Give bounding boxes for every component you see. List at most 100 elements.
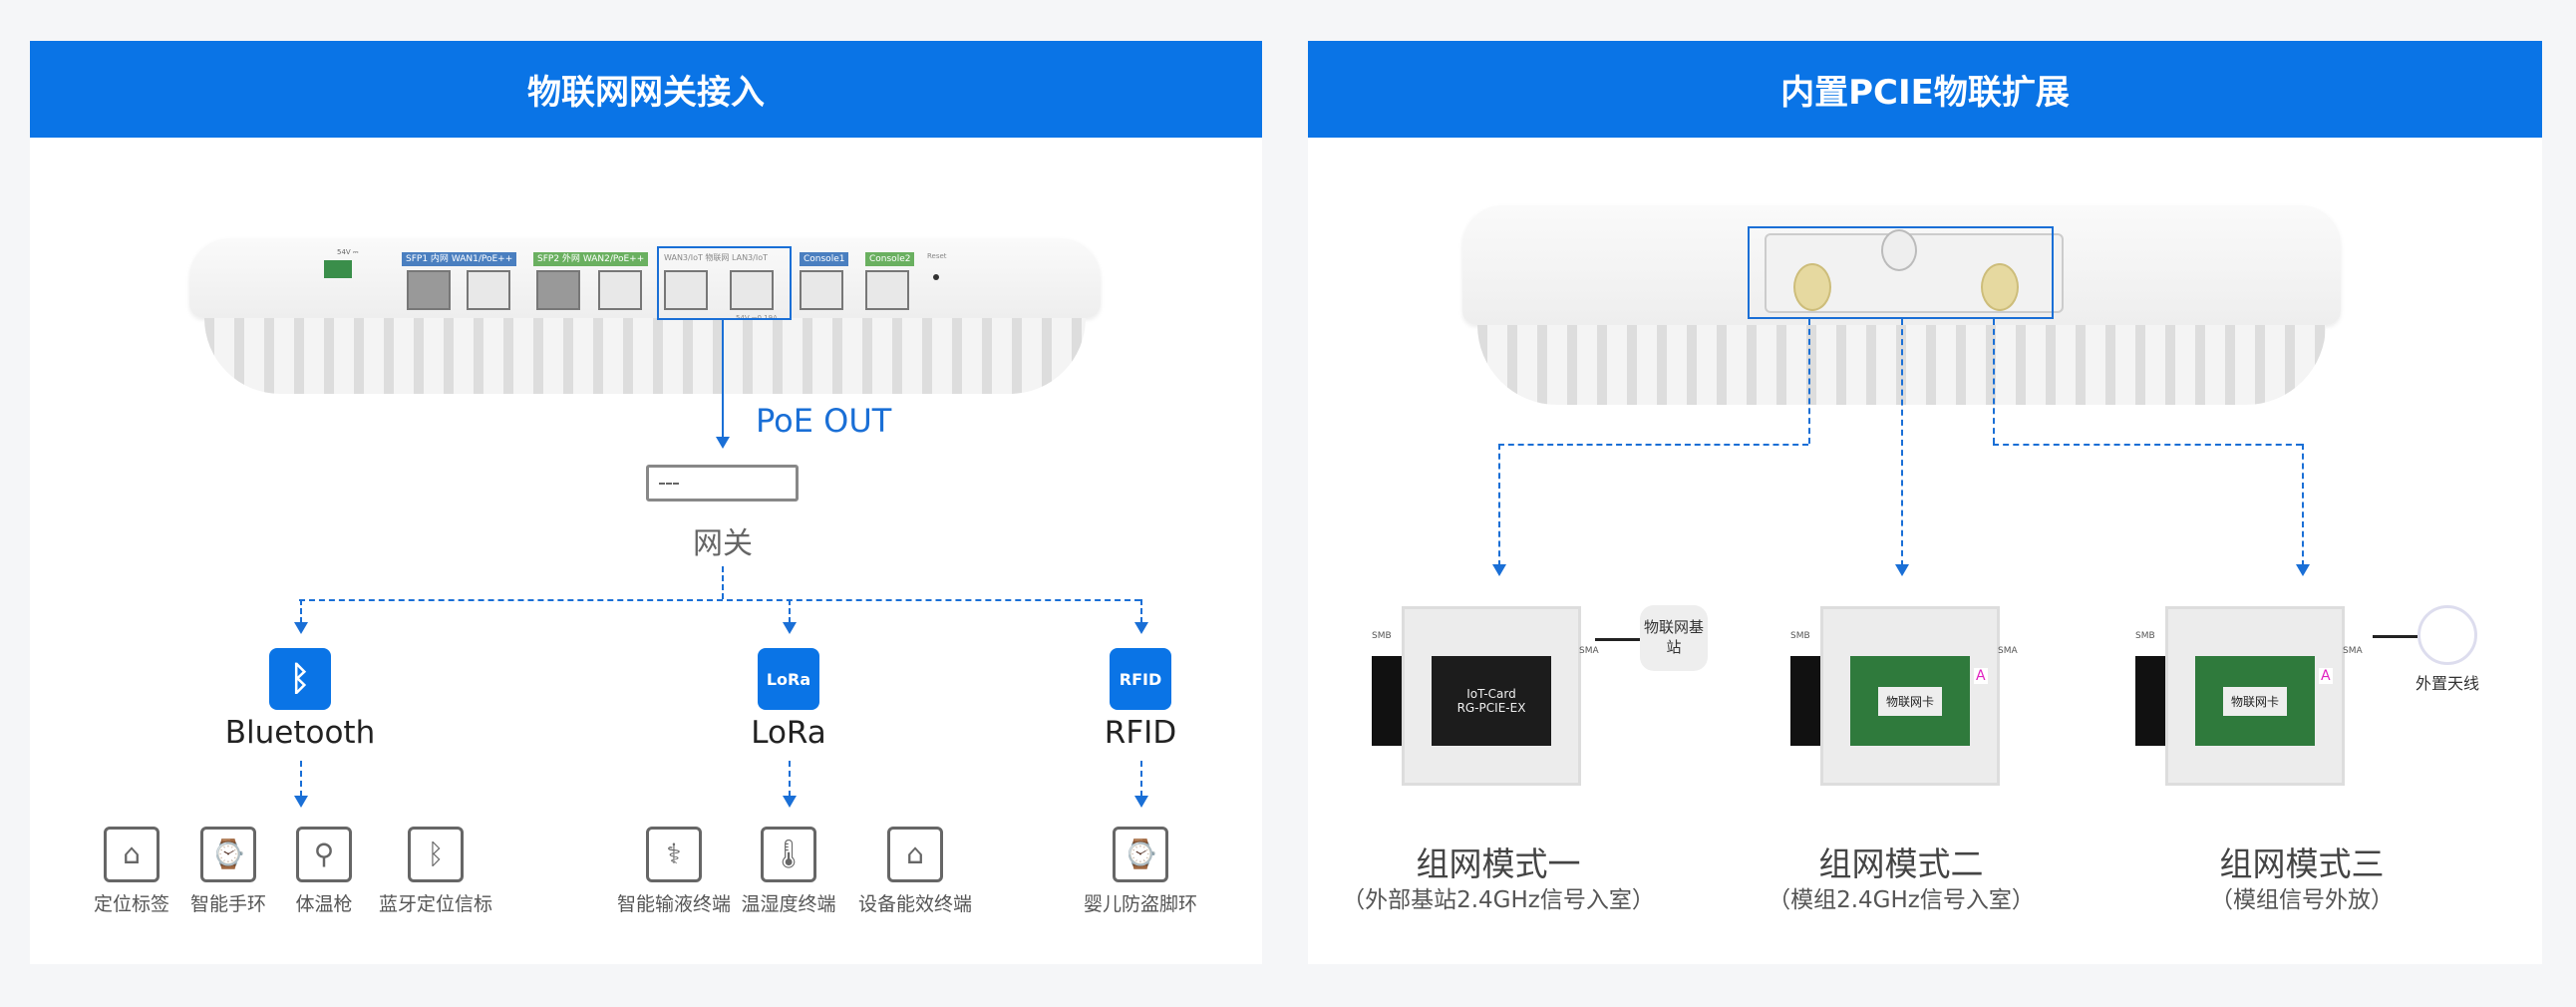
- arrow-down-icon: [294, 622, 308, 634]
- sma-label: SMA: [1998, 646, 2018, 656]
- connector-line: [1993, 319, 1995, 444]
- mode-caption: 组网模式二: [1818, 844, 1984, 883]
- wan3-port: [664, 270, 708, 310]
- antenna-label: 外置天线: [2415, 674, 2480, 693]
- device-icon: ⌚: [200, 827, 256, 882]
- connector-line: [300, 761, 302, 797]
- connector-line: [1993, 444, 2302, 446]
- panel-title: 物联网网关接入: [30, 41, 1262, 138]
- iot-ports-highlight: [657, 246, 792, 320]
- gateway-device: 54V ⎓ SFP1 内网 WAN1/PoE++ SFP2 外网 WAN2/Po…: [189, 230, 1101, 400]
- bluetooth-icon: ᛒ: [269, 648, 331, 710]
- sfp1-port: [407, 270, 451, 310]
- wan1-port: [467, 270, 510, 310]
- iot-gateway-panel: 物联网网关接入: [30, 41, 1262, 964]
- smb-label: SMB: [1790, 631, 1810, 641]
- rfid-icon: RFID: [1110, 648, 1171, 710]
- mode-caption: 组网模式三: [2219, 844, 2385, 883]
- arrow-down-icon: [1492, 564, 1506, 576]
- arrow-down-icon: [1134, 796, 1148, 808]
- reset-button: [933, 274, 939, 280]
- arrow-down-icon: [294, 796, 308, 808]
- lan3-port: [730, 270, 774, 310]
- device-label: 智能输液终端: [616, 893, 732, 915]
- antenna-connector: [1793, 263, 1831, 311]
- inner-tag: SFP1 内网 WAN1/PoE++: [402, 252, 517, 266]
- console2-tag: Console2: [865, 252, 915, 266]
- pcie-module: 物联网卡 A SMB SMA: [1790, 606, 2018, 786]
- device-icon: ⌂: [887, 827, 943, 882]
- power-terminal: [324, 260, 352, 278]
- device-label: 婴儿防盗脚环: [1083, 893, 1198, 915]
- connector-line: [2302, 444, 2304, 566]
- pcie-highlight: [1748, 226, 2054, 319]
- wan2-port: [598, 270, 642, 310]
- poe-line: [722, 320, 724, 438]
- arrow-down-icon: [783, 622, 797, 634]
- antenna-mark: A: [1974, 668, 1988, 684]
- gateway-label: 网关: [693, 526, 753, 561]
- connector-line: [1808, 319, 1810, 444]
- connector-line: [300, 599, 302, 623]
- device-icon: ⌚: [1113, 827, 1168, 882]
- mode-subcaption: （模组2.4GHz信号入室）: [1768, 887, 2035, 913]
- connector-line: [299, 599, 1140, 601]
- device-icon: 🌡: [761, 827, 816, 882]
- mode-caption: 组网模式一: [1416, 844, 1581, 883]
- lora-icon: LoRa: [758, 648, 819, 710]
- arrow-down-icon: [1134, 622, 1148, 634]
- outer-tag: SFP2 外网 WAN2/PoE++: [533, 252, 649, 266]
- connector-line: [789, 599, 791, 623]
- console1-tag: Console1: [800, 252, 849, 266]
- tech-label: RFID: [1104, 715, 1177, 751]
- tech-label: LoRa: [751, 715, 826, 751]
- device-icon: ⌂: [104, 827, 160, 882]
- external-antenna: [2417, 605, 2477, 665]
- power-label: 54V ⎓: [337, 248, 359, 256]
- sfp2-port: [536, 270, 580, 310]
- device-label: 温湿度终端: [741, 893, 836, 915]
- mode-subcaption: （外部基站2.4GHz信号入室）: [1342, 887, 1655, 913]
- device-label: 体温枪: [295, 893, 353, 915]
- connector-line: [1140, 761, 1142, 797]
- iot-module: 物联网卡: [2195, 656, 2315, 746]
- iot-base-station: 物联网基站: [1640, 605, 1708, 671]
- reset-label: Reset: [927, 252, 947, 260]
- smb-label: SMB: [1372, 631, 1392, 641]
- device-label: 智能手环: [189, 893, 267, 915]
- console1-port: [800, 270, 843, 310]
- gateway-icon: [646, 465, 799, 502]
- console2-port: [865, 270, 909, 310]
- antenna-mark: A: [2319, 668, 2333, 684]
- connector-line: [1498, 444, 1500, 566]
- iot-port-labels: WAN3/IoT 物联网 LAN3/IoT: [664, 253, 768, 262]
- screw: [1881, 229, 1917, 271]
- device-icon: ᛒ: [408, 827, 464, 882]
- sma-label: SMA: [1579, 646, 1599, 656]
- device-label: 设备能效终端: [857, 893, 973, 915]
- poe-out-label: PoE OUT: [756, 402, 892, 440]
- mode-subcaption: （模组信号外放）: [2210, 887, 2394, 913]
- arrow-down-icon: [783, 796, 797, 808]
- device-label: 蓝牙定位信标: [378, 893, 493, 915]
- panel-title: 内置PCIE物联扩展: [1308, 41, 2542, 138]
- iot-module: 物联网卡: [1850, 656, 1970, 746]
- device-icon: ⚕: [646, 827, 702, 882]
- arrow-down-icon: [1895, 564, 1909, 576]
- connector-line: [789, 761, 791, 797]
- connector-line: [722, 566, 724, 599]
- arrow-down-icon: [2296, 564, 2310, 576]
- tech-label: Bluetooth: [224, 715, 376, 751]
- antenna-connector: [1981, 263, 2019, 311]
- connector-line: [1901, 319, 1903, 566]
- smb-label: SMB: [2135, 631, 2155, 641]
- device-icon: ⚲: [296, 827, 352, 882]
- connector-line: [1498, 444, 1808, 446]
- sma-label: SMA: [2343, 646, 2363, 656]
- pcie-expansion-panel: 内置PCIE物联扩展: [1308, 41, 2542, 964]
- connector-line: [1140, 599, 1142, 623]
- pcie-module: 物联网卡 A SMB SMA: [2135, 606, 2363, 786]
- arrow-down-icon: [716, 437, 730, 449]
